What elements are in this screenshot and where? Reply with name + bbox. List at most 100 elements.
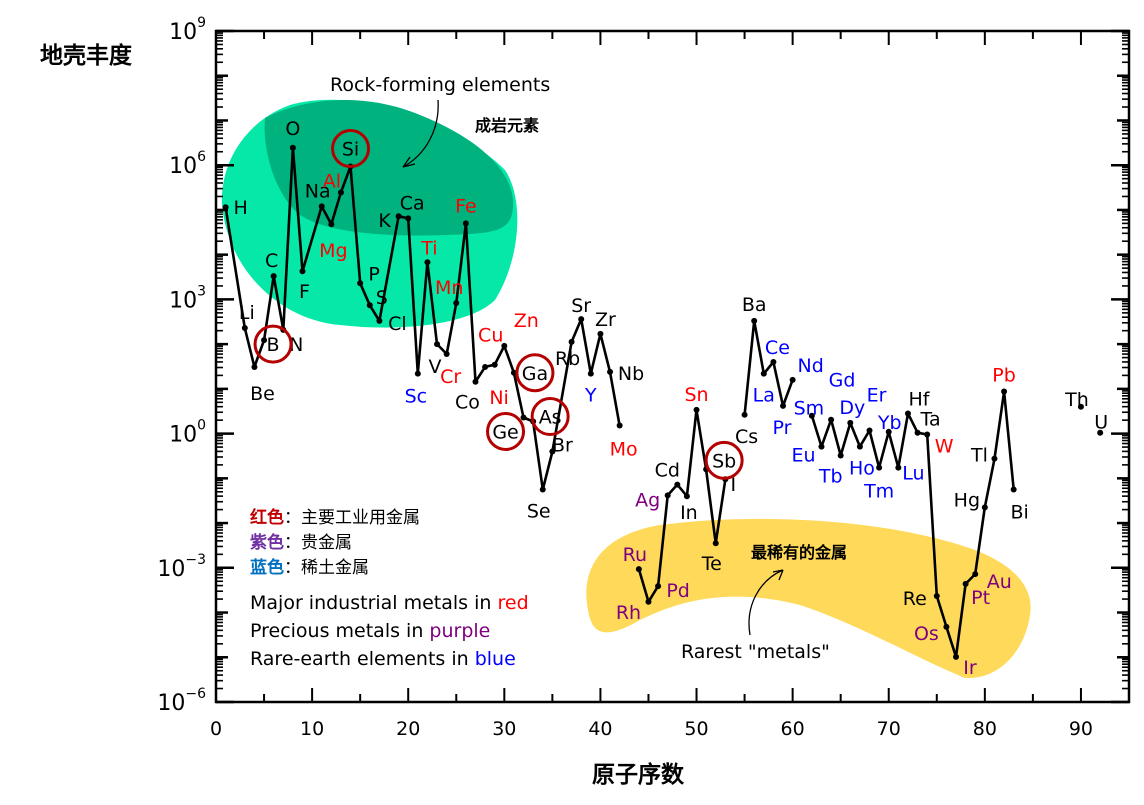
data-point-br <box>549 448 556 455</box>
data-point-f <box>299 268 306 275</box>
rarest-metals-annotation: Rarest "metals" <box>681 641 830 663</box>
data-point-cl <box>376 317 383 324</box>
x-tick-label: 70 <box>877 718 901 740</box>
element-label-hg: Hg <box>954 489 980 511</box>
x-tick-label: 10 <box>300 718 324 740</box>
data-point-ni <box>482 363 489 370</box>
data-point-dy <box>847 419 854 426</box>
data-point-o <box>289 144 296 151</box>
data-point-al <box>337 189 344 196</box>
data-point-b <box>261 337 268 344</box>
data-point-w <box>924 431 931 438</box>
data-point-se <box>539 486 546 493</box>
element-label-co: Co <box>455 392 480 414</box>
y-axis-title: 地壳丰度 <box>40 42 133 69</box>
data-point-sm <box>808 412 815 419</box>
y-tick-label: 10−3 <box>157 552 206 582</box>
y-tick-label: 103 <box>169 283 206 313</box>
element-label-os: Os <box>914 623 939 645</box>
element-label-nd: Nd <box>797 355 823 377</box>
element-label-ta: Ta <box>920 409 941 431</box>
rarest-metals-arrow <box>748 569 784 636</box>
data-point-tb <box>837 452 844 459</box>
element-label-s: S <box>376 287 388 309</box>
data-point-rb <box>568 338 575 345</box>
data-point-th <box>1077 403 1084 410</box>
element-label-li: Li <box>239 302 255 324</box>
element-label-ni: Ni <box>489 387 509 409</box>
element-label-la: La <box>753 385 775 407</box>
highlight-circle-sb <box>704 440 744 480</box>
rarest-metals-arrowhead <box>772 569 784 581</box>
element-label-rb: Rb <box>555 348 580 370</box>
rarest-metals-region <box>586 518 1031 679</box>
data-point-mg <box>328 221 335 228</box>
data-point-s <box>366 302 373 309</box>
element-label-sm: Sm <box>794 398 825 420</box>
y-tick-label: 10−6 <box>157 686 206 716</box>
element-label-se: Se <box>527 501 551 523</box>
data-point-mo <box>616 422 623 429</box>
element-label-cd: Cd <box>655 460 680 482</box>
element-label-i: I <box>731 474 737 496</box>
x-tick-label: 40 <box>588 718 612 740</box>
x-tick-label: 80 <box>973 718 997 740</box>
data-point-pr <box>780 402 787 409</box>
element-label-as: As <box>539 407 562 429</box>
data-point-y <box>587 370 594 377</box>
element-label-au: Au <box>987 571 1012 593</box>
element-label-h: H <box>233 197 247 219</box>
legend-cn-blue-key: 蓝色 <box>250 557 284 578</box>
x-tick-label: 50 <box>684 718 708 740</box>
data-point-cr <box>443 350 450 357</box>
element-label-ca: Ca <box>400 192 425 214</box>
element-label-b: B <box>267 334 280 356</box>
legend: 红色：主要工业用金属 紫色：贵金属 蓝色：稀土金属 Major industri… <box>250 507 529 670</box>
data-point-eu <box>818 443 825 450</box>
legend-en-blue: Rare-earth elements in blue <box>250 648 516 670</box>
x-tick-label: 20 <box>396 718 420 740</box>
data-point-la <box>760 370 767 377</box>
legend-cn-purple: 紫色：贵金属 <box>250 532 352 553</box>
data-point-p <box>357 280 364 287</box>
data-point-pt <box>962 580 969 587</box>
data-point-nb <box>607 368 614 375</box>
element-label-u: U <box>1094 412 1108 434</box>
data-point-rh <box>645 598 652 605</box>
rock-forming-annotation: Rock-forming elements <box>330 74 550 96</box>
element-label-eu: Eu <box>791 445 815 467</box>
data-point-ag <box>664 492 671 499</box>
data-point-ca <box>405 215 412 222</box>
data-point-cu <box>491 361 498 368</box>
data-point-k <box>395 213 402 220</box>
data-point-os <box>943 623 950 630</box>
data-point-te <box>712 540 719 547</box>
element-label-tm: Tm <box>863 481 894 503</box>
data-point-sc <box>414 370 421 377</box>
data-point-au <box>972 571 979 578</box>
data-point-sn <box>693 406 700 413</box>
data-point-na <box>318 203 325 210</box>
element-label-tb: Tb <box>818 466 843 488</box>
element-label-pt: Pt <box>971 587 990 609</box>
element-label-ir: Ir <box>963 657 977 679</box>
data-point-sr <box>578 316 585 323</box>
plot-frame <box>214 29 1131 704</box>
element-label-n: N <box>289 334 303 356</box>
rock-forming-arrowhead <box>402 156 416 168</box>
element-label-ge: Ge <box>492 421 518 443</box>
element-label-cu: Cu <box>478 325 503 347</box>
highlight-circle-b <box>253 324 293 364</box>
data-point-mn <box>453 299 460 306</box>
rarest-metals-annotation-cn: 最稀有的金属 <box>751 543 847 562</box>
element-label-pr: Pr <box>773 417 792 439</box>
x-tick-label: 0 <box>210 718 222 740</box>
data-point-ce <box>770 359 777 366</box>
legend-cn-purple-key: 紫色 <box>250 532 284 553</box>
y-tick-label: 106 <box>169 149 206 179</box>
element-label-ba: Ba <box>742 294 767 316</box>
element-label-sr: Sr <box>571 295 591 317</box>
element-label-c: C <box>265 250 278 272</box>
data-point-ir <box>953 653 960 660</box>
